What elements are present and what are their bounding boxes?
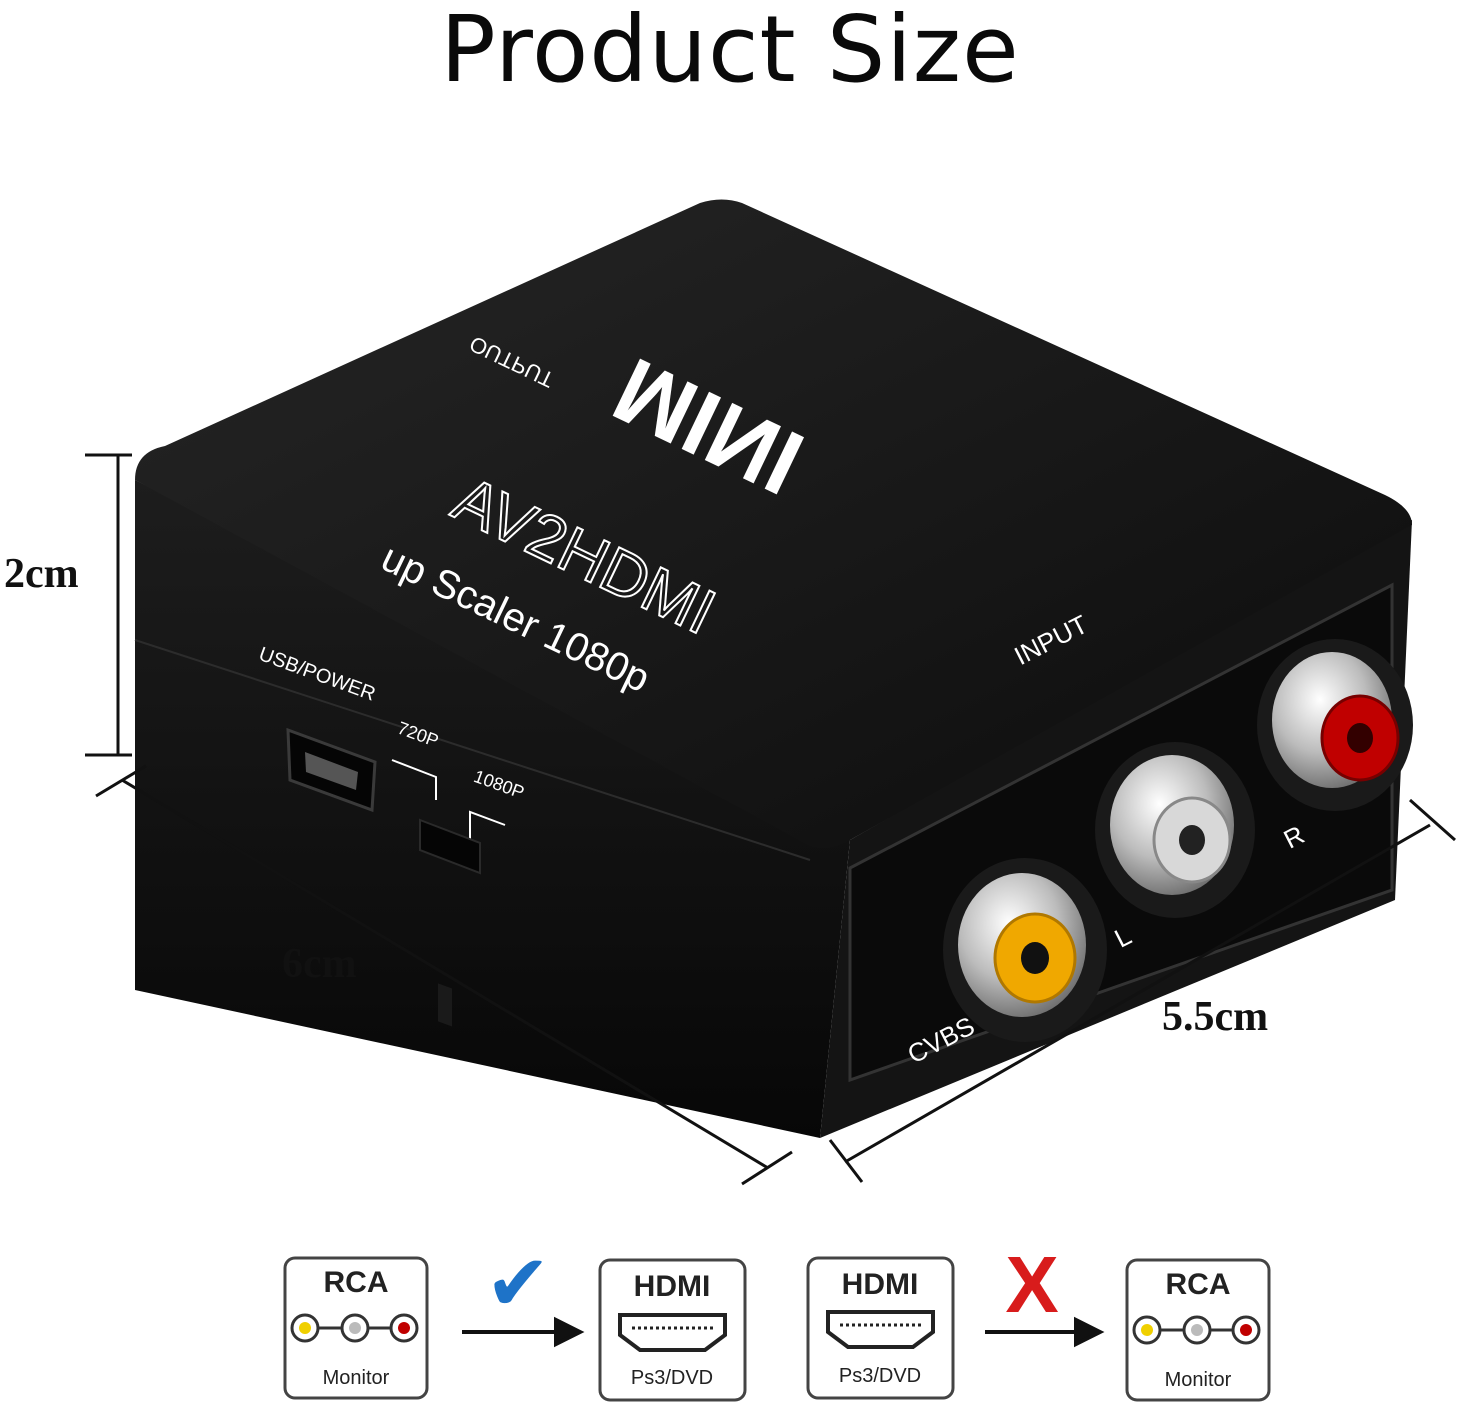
svg-text:HDMI: HDMI (634, 1270, 711, 1303)
cross-mark-icon: X (1005, 1240, 1058, 1329)
height-label: 2cm (4, 551, 79, 597)
device-left-side (135, 480, 850, 1138)
svg-text:HDMI: HDMI (842, 1268, 919, 1301)
usb-port (286, 727, 377, 813)
compat-box-rca-in: RCA Monitor (283, 1256, 429, 1400)
svg-text:RCA: RCA (1166, 1268, 1231, 1301)
length-label: 6cm (282, 941, 357, 987)
width-label: 5.5cm (1162, 994, 1269, 1040)
compat-box-rca-out: RCA Monitor (1125, 1258, 1271, 1402)
svg-text:Ps3/DVD: Ps3/DVD (631, 1367, 713, 1389)
arrow-right-icon-2 (985, 1316, 1105, 1348)
resolution-switch (419, 818, 481, 1027)
svg-text:RCA: RCA (324, 1266, 389, 1299)
svg-text:Monitor: Monitor (1165, 1369, 1232, 1391)
arrow-right-icon-1 (462, 1316, 585, 1348)
svg-text:Monitor: Monitor (323, 1367, 390, 1389)
right-audio-jack (1257, 639, 1413, 811)
length-dimension-line (95, 764, 793, 1186)
compat-box-hdmi-in: HDMI Ps3/DVD (806, 1256, 955, 1400)
svg-text:Ps3/DVD: Ps3/DVD (839, 1365, 921, 1387)
width-dimension-line (828, 798, 1456, 1183)
page-title: Product Size (440, 0, 1020, 103)
height-dimension-line (85, 453, 132, 757)
compat-box-hdmi-out: HDMI Ps3/DVD (598, 1258, 747, 1402)
cvbs-jack (943, 858, 1107, 1042)
left-audio-jack (1095, 742, 1255, 918)
device-top (135, 199, 1412, 848)
check-mark-icon: ✔ (485, 1239, 550, 1329)
